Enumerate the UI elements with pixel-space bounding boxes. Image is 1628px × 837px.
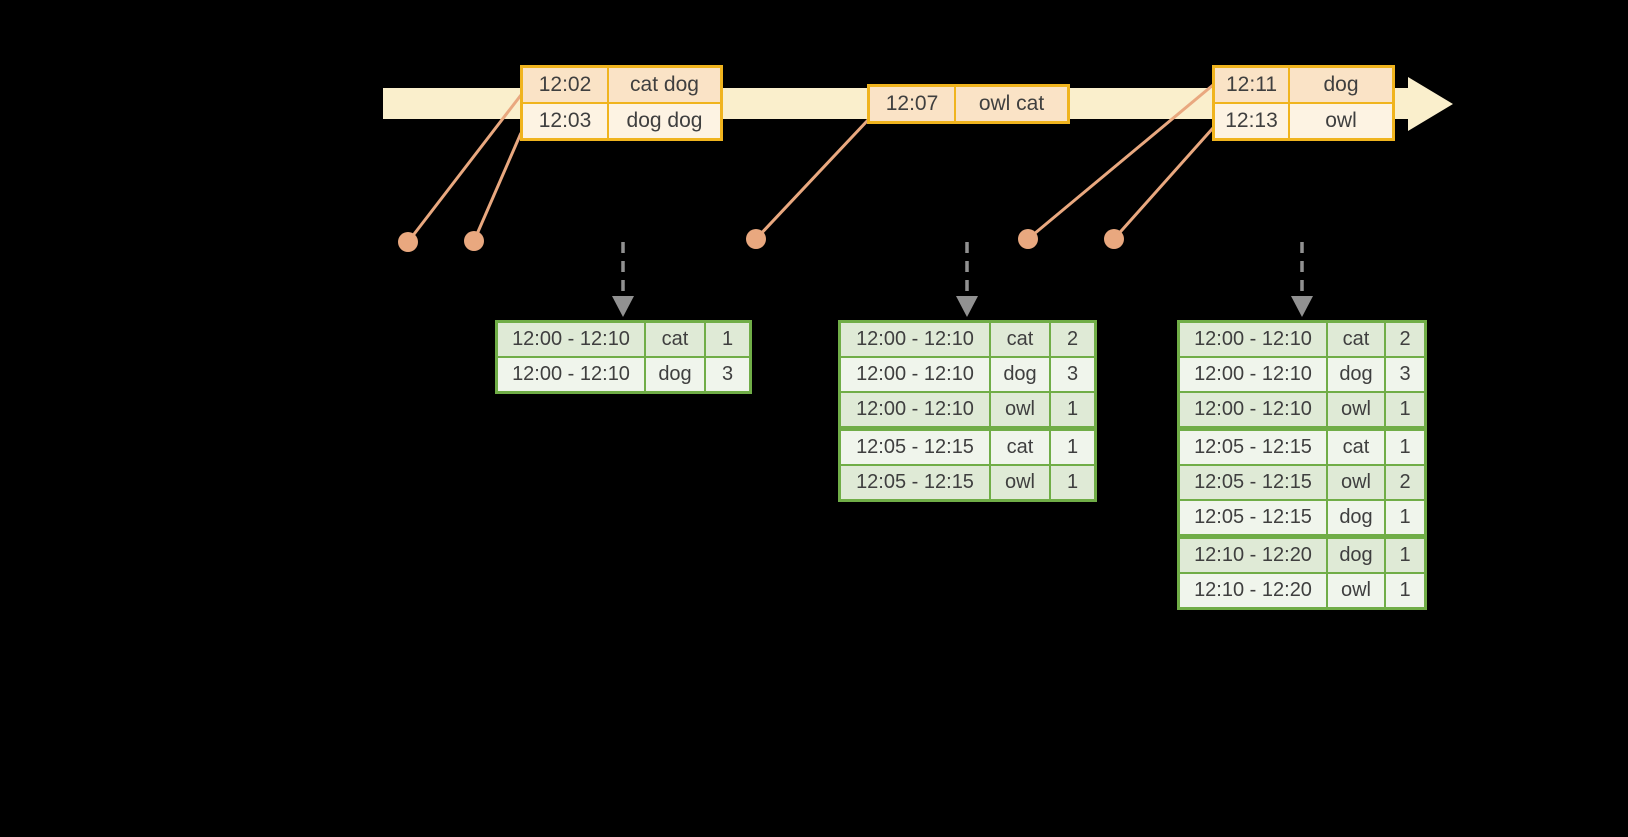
window-cell: 12:05 - 12:15: [841, 431, 989, 464]
event-words-cell: owl cat: [956, 87, 1067, 121]
count-cell: 2: [1386, 323, 1424, 356]
count-cell: 1: [1386, 431, 1424, 464]
count-cell: 1: [1386, 393, 1424, 426]
window-cell: 12:00 - 12:10: [841, 393, 989, 426]
down-arrowhead-icon: [956, 296, 978, 317]
right-arrowhead-icon: [1408, 77, 1453, 131]
window-cell: 12:00 - 12:10: [1180, 393, 1326, 426]
count-cell: 3: [1386, 358, 1424, 391]
count-cell: 1: [706, 323, 749, 356]
window-cell: 12:10 - 12:20: [1180, 574, 1326, 607]
window-cell: 12:00 - 12:10: [498, 323, 644, 356]
window-cell: 12:00 - 12:10: [1180, 358, 1326, 391]
event-words-cell: cat dog: [609, 68, 720, 102]
connector-line: [1027, 83, 1214, 241]
window-cell: 12:05 - 12:15: [1180, 501, 1326, 534]
connector-line: [406, 94, 523, 243]
count-cell: 1: [1386, 501, 1424, 534]
word-cell: dog: [646, 358, 704, 391]
count-cell: 2: [1386, 466, 1424, 499]
count-cell: 1: [1051, 431, 1094, 464]
word-cell: owl: [991, 393, 1049, 426]
word-cell: dog: [1328, 539, 1384, 572]
window-cell: 12:00 - 12:10: [841, 323, 989, 356]
event-words-cell: owl: [1290, 104, 1392, 138]
event-words-cell: dog: [1290, 68, 1392, 102]
event-words-cell: dog dog: [609, 104, 720, 138]
window-cell: 12:10 - 12:20: [1180, 539, 1326, 572]
event-dot: [464, 231, 484, 251]
count-cell: 2: [1051, 323, 1094, 356]
window-cell: 12:05 - 12:15: [1180, 466, 1326, 499]
word-cell: dog: [1328, 358, 1384, 391]
event-time-cell: 12:13: [1215, 104, 1288, 138]
count-cell: 1: [1386, 574, 1424, 607]
event-time-cell: 12:11: [1215, 68, 1288, 102]
count-cell: 1: [1051, 466, 1094, 499]
down-arrowhead-icon: [612, 296, 634, 317]
window-cell: 12:00 - 12:10: [1180, 323, 1326, 356]
down-arrowhead-icon: [1291, 296, 1313, 317]
word-cell: cat: [991, 431, 1049, 464]
window-cell: 12:05 - 12:15: [841, 466, 989, 499]
word-cell: dog: [991, 358, 1049, 391]
window-cell: 12:00 - 12:10: [498, 358, 644, 391]
event-dot: [398, 232, 418, 252]
word-cell: cat: [1328, 323, 1384, 356]
event-dot: [1104, 229, 1124, 249]
word-cell: owl: [1328, 466, 1384, 499]
event-dot: [1018, 229, 1038, 249]
event-time-cell: 12:02: [523, 68, 607, 102]
word-cell: owl: [991, 466, 1049, 499]
word-cell: owl: [1328, 574, 1384, 607]
count-cell: 1: [1051, 393, 1094, 426]
connector-line: [754, 118, 870, 241]
connector-line: [1112, 127, 1215, 240]
word-cell: dog: [1328, 501, 1384, 534]
word-cell: cat: [1328, 431, 1384, 464]
word-cell: cat: [991, 323, 1049, 356]
count-cell: 1: [1386, 539, 1424, 572]
window-cell: 12:05 - 12:15: [1180, 431, 1326, 464]
event-time-cell: 12:03: [523, 104, 607, 138]
connector-line: [472, 132, 523, 242]
word-cell: owl: [1328, 393, 1384, 426]
event-time-cell: 12:07: [870, 87, 954, 121]
window-cell: 12:00 - 12:10: [841, 358, 989, 391]
word-cell: cat: [646, 323, 704, 356]
count-cell: 3: [1051, 358, 1094, 391]
count-cell: 3: [706, 358, 749, 391]
event-dot: [746, 229, 766, 249]
